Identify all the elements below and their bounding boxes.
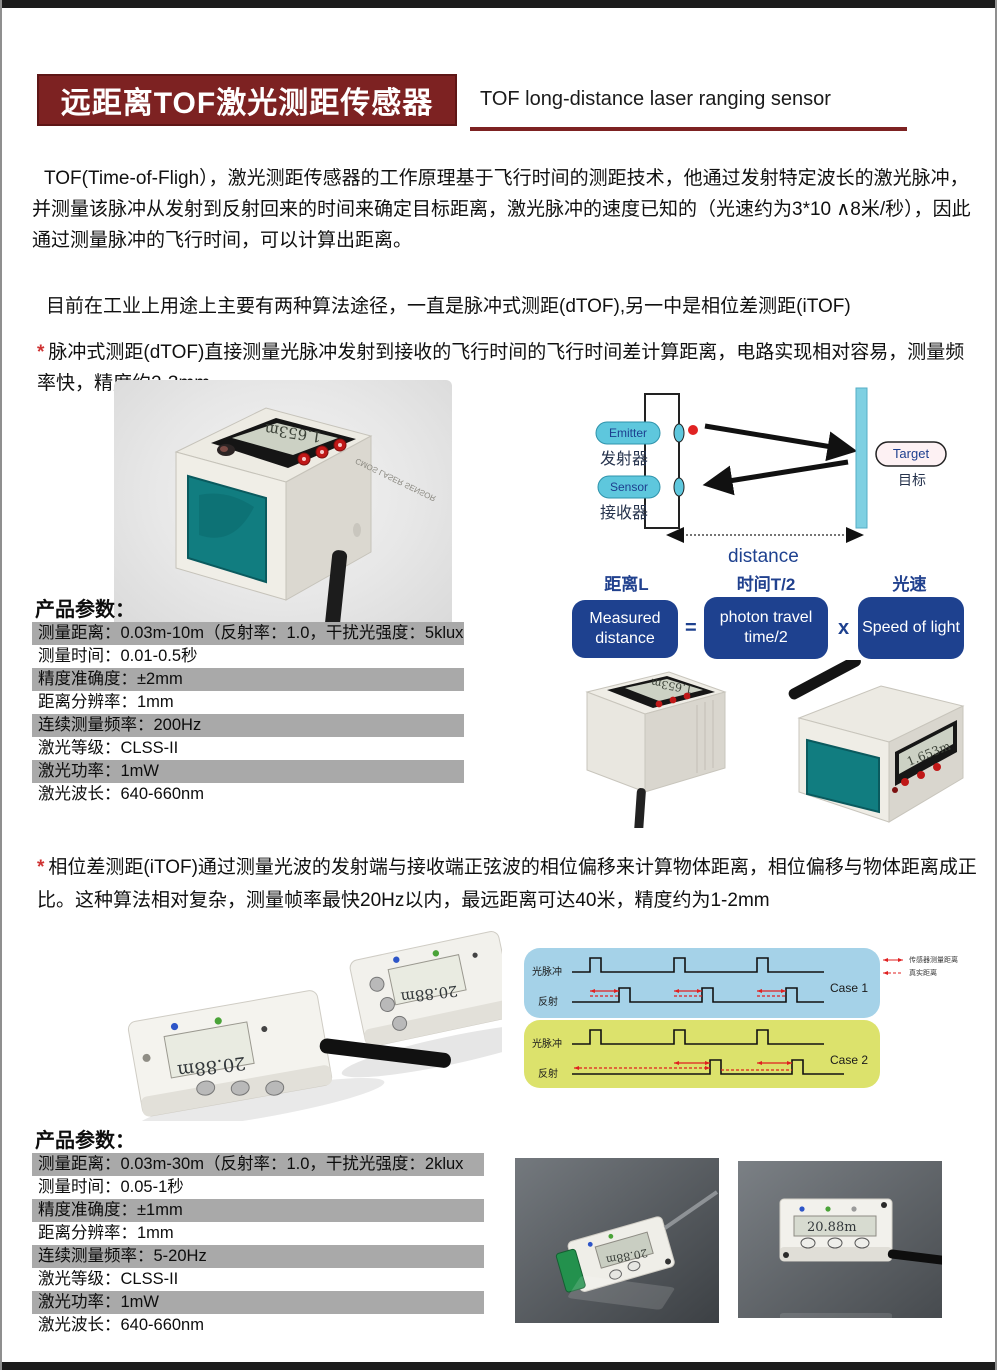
dtof-view-right: 1.653m (788, 660, 965, 823)
receiver-label: Sensor (610, 480, 648, 494)
spec-row: 连续测量频率：5-20Hz (32, 1245, 484, 1268)
legend-measured-text: 传感器测量距离 (909, 956, 958, 964)
formula-label-distance: 距离L (604, 575, 649, 594)
methods-paragraph: 目前在工业上用途上主要有两种算法途径，一直是脉冲式测距(dTOF),另一中是相位… (46, 296, 851, 317)
spec-row: 测量时间：0.05-1秒 (32, 1176, 484, 1199)
dtof-sensor-render: 1.653m CMOS LASER SENSOR (174, 407, 438, 640)
formula-label-speed: 光速 (892, 575, 927, 594)
pulse-label: 光脉冲 (532, 965, 562, 978)
target-pill (875, 441, 947, 467)
params1-table: 测量距离：0.03m-10m（反射率：1.0，干扰光强度：5klux 测量时间：… (32, 622, 464, 806)
receiver-aperture (673, 477, 685, 497)
intro-paragraph: TOF(Time-of-Fligh），激光测距传感器的工作原理基于飞行时间的测距… (32, 168, 971, 251)
legend-measured: 传感器测量距离 (881, 953, 995, 966)
emitter-aperture (673, 423, 685, 443)
itof-photo-angled: 20.88m (515, 1158, 719, 1323)
spec-row: 距离分辨率：1mm (32, 691, 464, 714)
sensor-in-tile2: 20.88m (779, 1198, 942, 1265)
spec-row: 测量距离：0.03m-30m（反射率：1.0，干扰光强度：2klux (32, 1153, 484, 1176)
display-value: 20.88m (807, 1220, 857, 1235)
spec-row: 激光等级：CLSS-II (32, 737, 464, 760)
itof-text: 相位差测距(iTOF)通过测量光波的发射端与接收端正弦波的相位偏移来计算物体距离… (37, 857, 977, 911)
waveform-legend: 传感器测量距离 真实距离 (881, 953, 995, 979)
bottom-border-bar (2, 1362, 995, 1370)
formula-box-measured: Measured distance (572, 600, 678, 658)
receiver-pill (597, 475, 661, 499)
spec-row: 激光波长：640-660nm (32, 1314, 484, 1337)
pulse-label: 光脉冲 (532, 1037, 562, 1050)
case1-panel: 光脉冲 反射 Case 1 (524, 948, 880, 1018)
legend-true: 真实距离 (881, 966, 995, 979)
sensor-in-tile1: 20.88m (555, 1216, 675, 1293)
dtof-sensor-views: 1.653m 1.653m (585, 660, 965, 828)
itof-photo-tile-front: 20.88m (738, 1161, 942, 1318)
sensor-cable (323, 550, 348, 640)
spec-row: 测量时间：0.01-0.5秒 (32, 645, 464, 668)
top-border-bar (2, 0, 995, 8)
emitter-label: Emitter (609, 426, 647, 440)
params2-title: 产品参数： (35, 1130, 135, 1152)
dtof-product-photo: 1.653m CMOS LASER SENSOR (114, 380, 452, 640)
sensor-housing (644, 393, 680, 529)
page-title: 远距离TOF激光测距传感器 (37, 74, 457, 126)
case1-label: Case 1 (830, 981, 868, 995)
tof-principle-diagram: Emitter 发射器 Sensor 接收器 Target 目标 distanc… (595, 387, 947, 567)
itof-view-back: 20.88m (341, 931, 502, 1078)
case2-waveform: 光脉冲 反射 Case 2 (532, 1029, 868, 1080)
title-underline (470, 127, 907, 131)
page-subtitle-en: TOF long-distance laser ranging sensor (480, 88, 831, 110)
spec-row: 精度准确度：±1mm (32, 1199, 484, 1222)
receiver-label-cn: 接收器 (600, 504, 648, 522)
formula-box-time: photon travel time/2 (704, 597, 828, 659)
spec-row: 激光等级：CLSS-II (32, 1268, 484, 1291)
params2-table: 测量距离：0.03m-30m（反射率：1.0，干扰光强度：2klux 测量时间：… (32, 1153, 484, 1337)
distance-label: distance (728, 546, 799, 567)
case1-waveform: 光脉冲 反射 Case 1 (532, 957, 868, 1008)
emitter-pill (595, 421, 661, 445)
legend-true-text: 真实距离 (909, 969, 937, 977)
case2-label: Case 2 (830, 1053, 868, 1067)
target-label-cn: 目标 (898, 472, 926, 488)
target-label: Target (893, 446, 930, 461)
equals-sign: = (685, 617, 697, 639)
dashed-arrow-icon (883, 970, 903, 975)
bullet-star: * (37, 342, 45, 363)
dtof-view-left: 1.653m (585, 671, 727, 828)
itof-photo-front: 20.88m (738, 1161, 942, 1318)
formula-box-speed: Speed of light (858, 597, 964, 659)
reflect-label: 反射 (538, 1068, 558, 1080)
itof-photo-tile-angled: 20.88m (515, 1158, 719, 1323)
spec-row: 激光波长：640-660nm (32, 783, 464, 806)
spec-row: 精度准确度：±2mm (32, 668, 464, 691)
spec-row: 距离分辨率：1mm (32, 1222, 484, 1245)
return-arrow (702, 459, 849, 496)
case2-panel: 光脉冲 反射 Case 2 (524, 1020, 880, 1088)
spec-row: 测量距离：0.03m-10m（反射率：1.0，干扰光强度：5klux (32, 622, 464, 645)
laser-dot (688, 425, 698, 435)
params1-title: 产品参数： (35, 599, 135, 621)
spec-row: 激光功率：1mW (32, 1291, 484, 1314)
itof-view-front: 20.88m (127, 990, 451, 1121)
bullet-star: * (37, 857, 45, 878)
sensor-body: 1.653m CMOS LASER SENSOR (174, 407, 438, 640)
itof-paragraph: *相位差测距(iTOF)通过测量光波的发射端与接收端正弦波的相位偏移来计算物体距… (37, 851, 987, 917)
itof-sensor-renders: 20.88m 20.88m (127, 931, 502, 1121)
spec-row: 连续测量频率：200Hz (32, 714, 464, 737)
spec-row: 激光功率：1mW (32, 760, 464, 783)
times-sign: x (838, 617, 850, 639)
target-wall (855, 387, 868, 529)
emit-arrow (704, 423, 858, 462)
measured-arrows (574, 1062, 792, 1071)
formula-label-time: 时间T/2 (736, 575, 796, 594)
solid-arrow-icon (883, 957, 903, 962)
reflect-label: 反射 (538, 996, 558, 1008)
emitter-label-cn: 发射器 (600, 450, 648, 468)
